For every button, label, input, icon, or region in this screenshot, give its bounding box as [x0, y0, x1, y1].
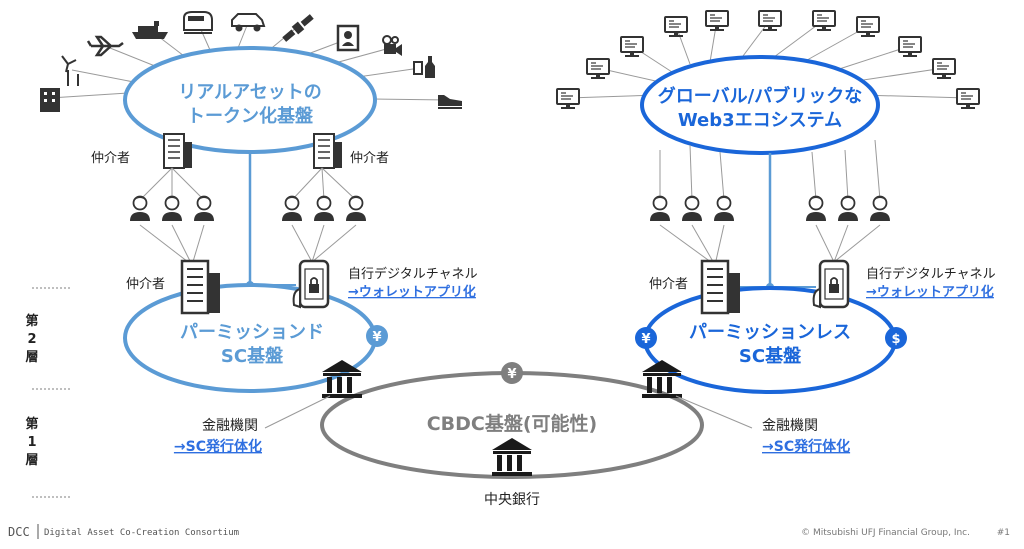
financial-institution-label: 金融機関 [762, 418, 818, 434]
user-icon [129, 195, 151, 222]
central-bank-label: 中央銀行 [484, 492, 540, 508]
computer-node-icon [898, 36, 922, 58]
permissioned-title-2: SC基盤 [221, 345, 284, 367]
wallet-phone-icon [812, 259, 850, 309]
financial-institution-label: 金融機関 [202, 418, 258, 434]
right-user-lines [659, 139, 881, 266]
intermediary-label: 仲介者 [91, 151, 130, 166]
own-channel-label: 自行デジタルチャネル [866, 266, 996, 282]
intermediary-building-icon [180, 259, 222, 315]
computer-node-icon [932, 58, 956, 80]
train-icon [183, 11, 213, 34]
computer-node-icon [956, 88, 980, 110]
layer2-char-3: 層 [25, 350, 38, 365]
computer-node-icon [556, 88, 580, 110]
permissioned-title-1: パーミッションド [180, 322, 324, 343]
yen-coin-icon [635, 327, 657, 349]
intermediary-label: 仲介者 [649, 277, 688, 292]
computer-node-icon [758, 10, 782, 32]
layer2-char-2: 2 [27, 332, 36, 347]
cbdc-label: CBDC基盤(可能性) [427, 412, 598, 435]
sc-issuer-link[interactable]: →SC発行体化 [174, 438, 262, 455]
sc-issuer-link[interactable]: →SC発行体化 [762, 438, 850, 455]
wallet-phone-icon [292, 259, 330, 309]
car-icon [231, 13, 266, 32]
user-icon [161, 195, 183, 222]
computer-node-icon [664, 16, 688, 38]
computer-node-icon [705, 10, 729, 32]
layer2-char-1: 第 [25, 313, 38, 329]
layer-divider [32, 287, 72, 498]
user-icon [805, 195, 827, 222]
satellite-icon [282, 14, 314, 42]
user-icon [193, 195, 215, 222]
user-icon [869, 195, 891, 222]
own-channel-label: 自行デジタルチャネル [348, 266, 478, 282]
ship-icon [132, 21, 168, 39]
intermediary-label: 仲介者 [350, 151, 389, 166]
web3-title-1: グローバル/パブリックな [658, 85, 862, 107]
computer-node-icon [586, 58, 610, 80]
page-number: #1 [997, 528, 1010, 538]
intermediary-label: 仲介者 [126, 277, 165, 292]
video-camera-icon [382, 35, 402, 56]
wallet-app-link[interactable]: →ウォレットアプリ化 [348, 284, 476, 300]
user-icon [281, 195, 303, 222]
svg-text:$: $ [891, 332, 900, 347]
permissionless-title-2: SC基盤 [739, 345, 802, 367]
wind-turbine-icon [61, 55, 79, 86]
user-icon [713, 195, 735, 222]
wine-bottle-icon [413, 56, 435, 78]
svg-text:¥: ¥ [372, 330, 381, 345]
central-bank-icon [492, 438, 532, 476]
yen-coin-icon [501, 362, 523, 384]
svg-text:¥: ¥ [507, 367, 516, 382]
airplane-icon [86, 35, 124, 57]
layer1-char-2: 1 [27, 435, 36, 450]
footer-copyright: © Mitsubishi UFJ Financial Group, Inc. [801, 528, 970, 538]
layer1-char-1: 第 [25, 416, 38, 432]
computer-node-icon [620, 36, 644, 58]
user-icon [837, 195, 859, 222]
footer-org: Digital Asset Co-Creation Consortium [44, 528, 239, 538]
computer-node-icon [856, 16, 880, 38]
permissionless-title-1: パーミッションレス [689, 322, 851, 343]
user-icon [313, 195, 335, 222]
wallet-app-link[interactable]: →ウォレットアプリ化 [866, 284, 994, 300]
dollar-coin-icon [885, 327, 907, 349]
intermediary-building-icon [700, 259, 742, 315]
portrait-icon [336, 24, 360, 52]
layer1-char-3: 層 [25, 453, 38, 468]
sneaker-icon [438, 95, 462, 109]
real-asset-title-1: リアルアセットの [178, 82, 321, 103]
web3-title-2: Web3エコシステム [678, 110, 842, 131]
user-icon [681, 195, 703, 222]
real-asset-title-2: トークン化基盤 [187, 105, 314, 127]
building-icon [40, 88, 60, 112]
computer-node-icon [812, 10, 836, 32]
user-icon [345, 195, 367, 222]
footer-logo: DCC [8, 525, 30, 539]
web3-ellipse [640, 55, 880, 155]
left-intermediary-lines [139, 167, 357, 266]
yen-coin-icon [366, 325, 388, 347]
user-icon [649, 195, 671, 222]
svg-text:¥: ¥ [641, 332, 650, 347]
